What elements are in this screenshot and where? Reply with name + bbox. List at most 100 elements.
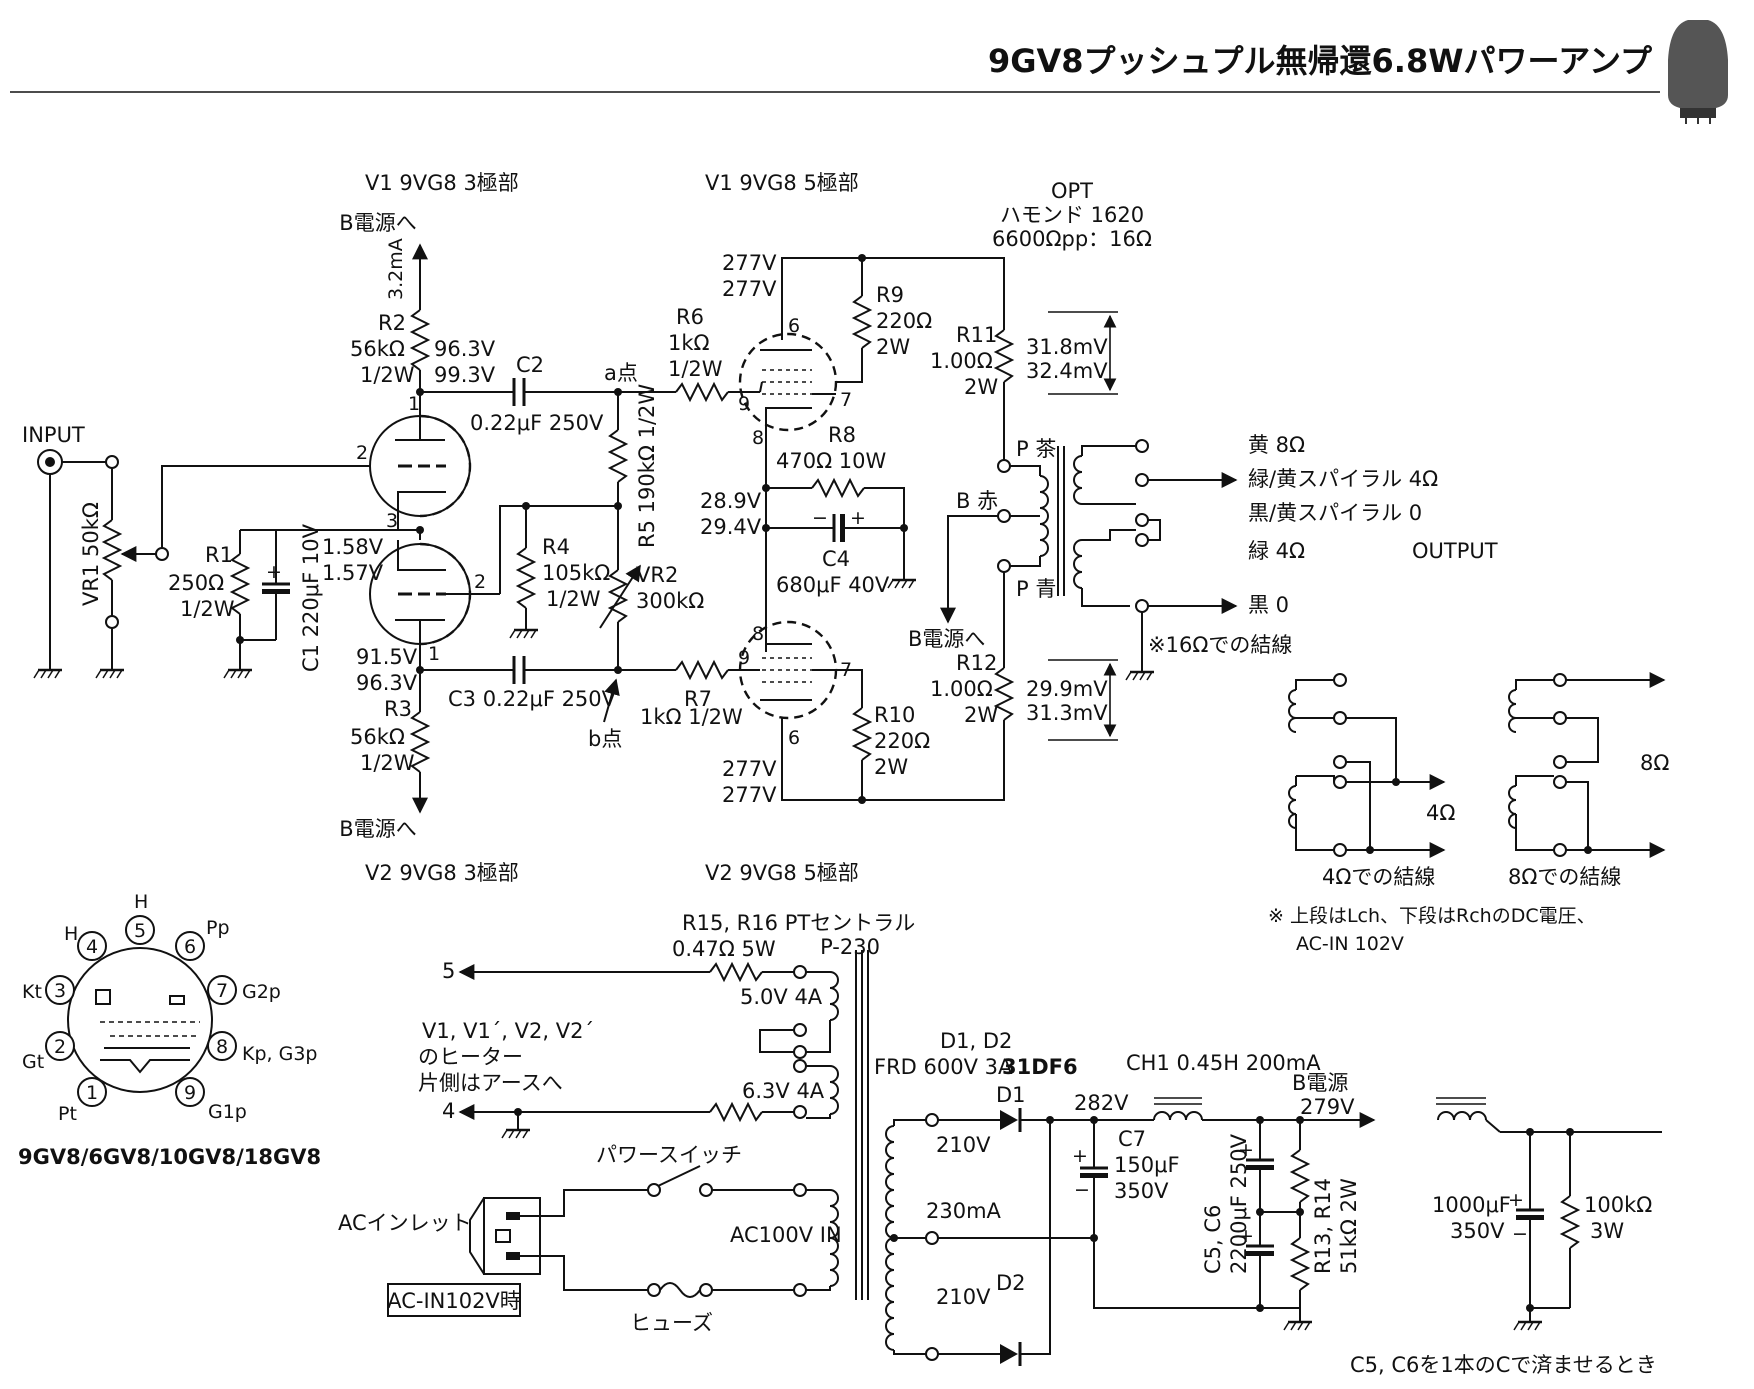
pin-label: 9 (738, 647, 750, 669)
v1-pentode-label: V1 9VG8 5極部 (705, 171, 859, 195)
heater-note-2: のヒーター (418, 1045, 523, 1069)
pt-model: P-230 (820, 935, 880, 959)
r7-resistor (675, 659, 729, 681)
r10-name: R10 (874, 703, 915, 727)
alt-resistor (1559, 1195, 1581, 1249)
pt-name: PTセントラル (785, 911, 916, 935)
pin-number: 5 (134, 920, 146, 942)
r2-current: 3.2mA (385, 238, 407, 300)
to-b-supply-opt: B電源へ (908, 627, 985, 651)
pin-label: H (134, 891, 148, 913)
r5-resistor (607, 429, 629, 483)
c5c6-name: C5, C6 (1201, 1205, 1225, 1274)
heater-6v: 6.3V 4A (742, 1079, 825, 1103)
choke-label: CH1 0.45H 200mA (1126, 1051, 1321, 1075)
r1-name: R1 (205, 543, 233, 567)
ac-inlet-label: ACインレット (338, 1211, 472, 1235)
node-4: 4 (442, 1099, 455, 1123)
vr2-value: 300kΩ (636, 589, 704, 613)
heater-note-3: 片側はアースへ (418, 1071, 563, 1095)
vr2-name: VR2 (636, 563, 678, 587)
diodes-model: 31DF6 (1002, 1055, 1078, 1079)
input-label: INPUT (22, 423, 85, 447)
fuse (659, 1282, 701, 1298)
opt-impedance: 6600Ωpp：16Ω (992, 227, 1152, 251)
b-supply-voltage: 279V (1300, 1095, 1355, 1119)
pin-label: 6 (788, 315, 800, 337)
r5-label: R5 190kΩ 1/2W (635, 384, 659, 548)
diodes-name: D1, D2 (940, 1029, 1012, 1053)
diode-d2 (1000, 1344, 1018, 1364)
heater-5v: 5.0V 4A (740, 985, 823, 1009)
r11-value: 1.00Ω (930, 349, 993, 373)
ac-inlet[interactable] (483, 1197, 541, 1275)
minus-sign: − (1512, 1223, 1528, 1245)
r12-watt: 2W (964, 703, 998, 727)
dc-note: ※ 上段はLch、下段はRchのDC電圧、 (1268, 905, 1596, 927)
r11-watt: 2W (964, 375, 998, 399)
sec-top-v: 210V (936, 1133, 991, 1157)
choke-ch1 (1153, 1111, 1203, 1121)
r14-resistor (1289, 1237, 1311, 1291)
r15-resistor (709, 961, 763, 983)
plus-sign: + (850, 507, 866, 529)
plus-sign: + (1072, 1145, 1088, 1167)
r13-resistor (1289, 1149, 1311, 1203)
ac-note: AC-IN 102V (1296, 933, 1404, 955)
v2-plate-v1: 91.5V (356, 645, 418, 669)
d2-label: D2 (996, 1271, 1026, 1295)
opt-b-center: B 赤 (956, 489, 998, 513)
v1-plate-v1: 96.3V (434, 337, 496, 361)
diodes-spec: FRD 600V 3A (874, 1055, 1013, 1079)
c4-value: 680μF 40V (776, 573, 890, 597)
r12-v1: 29.9mV (1026, 677, 1108, 701)
alt-wiring-8ohm: 8Ω 8Ωでの結線 (1508, 672, 1669, 889)
alt-r-value: 100kΩ (1584, 1193, 1652, 1217)
power-switch[interactable] (657, 1165, 701, 1187)
tube-base-diagram: 1 2 3 4 5 6 7 8 9 Pt Gt Kt H H Pp G2p Kp… (18, 891, 321, 1169)
pin-label: Kt (22, 981, 42, 1003)
r1-watt: 1/2W (180, 597, 235, 621)
node-5: 5 (442, 959, 455, 983)
pin-label: 9 (738, 393, 750, 415)
opt-tap-2: 緑/黄スパイラル 4Ω (1248, 467, 1438, 491)
r12-value: 1.00Ω (930, 677, 993, 701)
plus-sign: + (1238, 1139, 1254, 1161)
r3-resistor (409, 711, 431, 773)
r1-resistor (229, 553, 251, 615)
power-supply: R15, R16 0.47Ω 5W PTセントラル P-230 5 5.0V 4… (338, 911, 1376, 1366)
r12-name: R12 (956, 651, 997, 675)
r9-resistor (851, 295, 873, 349)
to-b-supply-top: B電源へ (339, 211, 416, 235)
c7-name: C7 (1118, 1127, 1146, 1151)
minus-sign: − (1074, 1179, 1090, 1201)
pin-label: 2 (474, 571, 486, 593)
coupling-section: C2 0.22μF 250V a点 R5 190kΩ 1/2W VR2 300k… (420, 305, 760, 751)
alt-c-value: 1000μF (1432, 1193, 1511, 1217)
v1-triode-label: V1 9VG8 3極部 (365, 171, 519, 195)
opt-tap-4: 緑 4Ω (1248, 539, 1305, 563)
r2-value: 56kΩ (350, 337, 405, 361)
point-b: b点 (588, 727, 622, 751)
four-ohm-label: 4Ω (1426, 801, 1455, 825)
r15-r16-value: 0.47Ω 5W (672, 937, 776, 961)
opt-model: ハモンド 1620 (1000, 203, 1144, 227)
r9-watt: 2W (876, 335, 910, 359)
plus-sign: + (1238, 1225, 1254, 1247)
c5c6-value: 2200μF 250V (1227, 1133, 1251, 1274)
r11-v2: 32.4mV (1026, 359, 1108, 383)
tube-base-caption: 9GV8/6GV8/10GV8/18GV8 (18, 1145, 321, 1169)
pin-label: Pp (206, 917, 230, 939)
v2-plate-v2: 96.3V (356, 671, 418, 695)
pin-label: 1 (428, 643, 440, 665)
pin-number: 6 (184, 936, 196, 958)
pent-top-v1: 277V (722, 251, 777, 275)
r6-watt: 1/2W (668, 357, 723, 381)
alt-c-voltage: 350V (1450, 1219, 1505, 1243)
r16-resistor (709, 1101, 763, 1123)
vacuum-tube-icon (1668, 20, 1728, 124)
pin-label: G1p (208, 1101, 247, 1123)
eight-ohm-caption: 8Ωでの結線 (1508, 865, 1621, 889)
v282-label: 282V (1074, 1091, 1129, 1115)
r4-value: 105kΩ (542, 561, 610, 585)
